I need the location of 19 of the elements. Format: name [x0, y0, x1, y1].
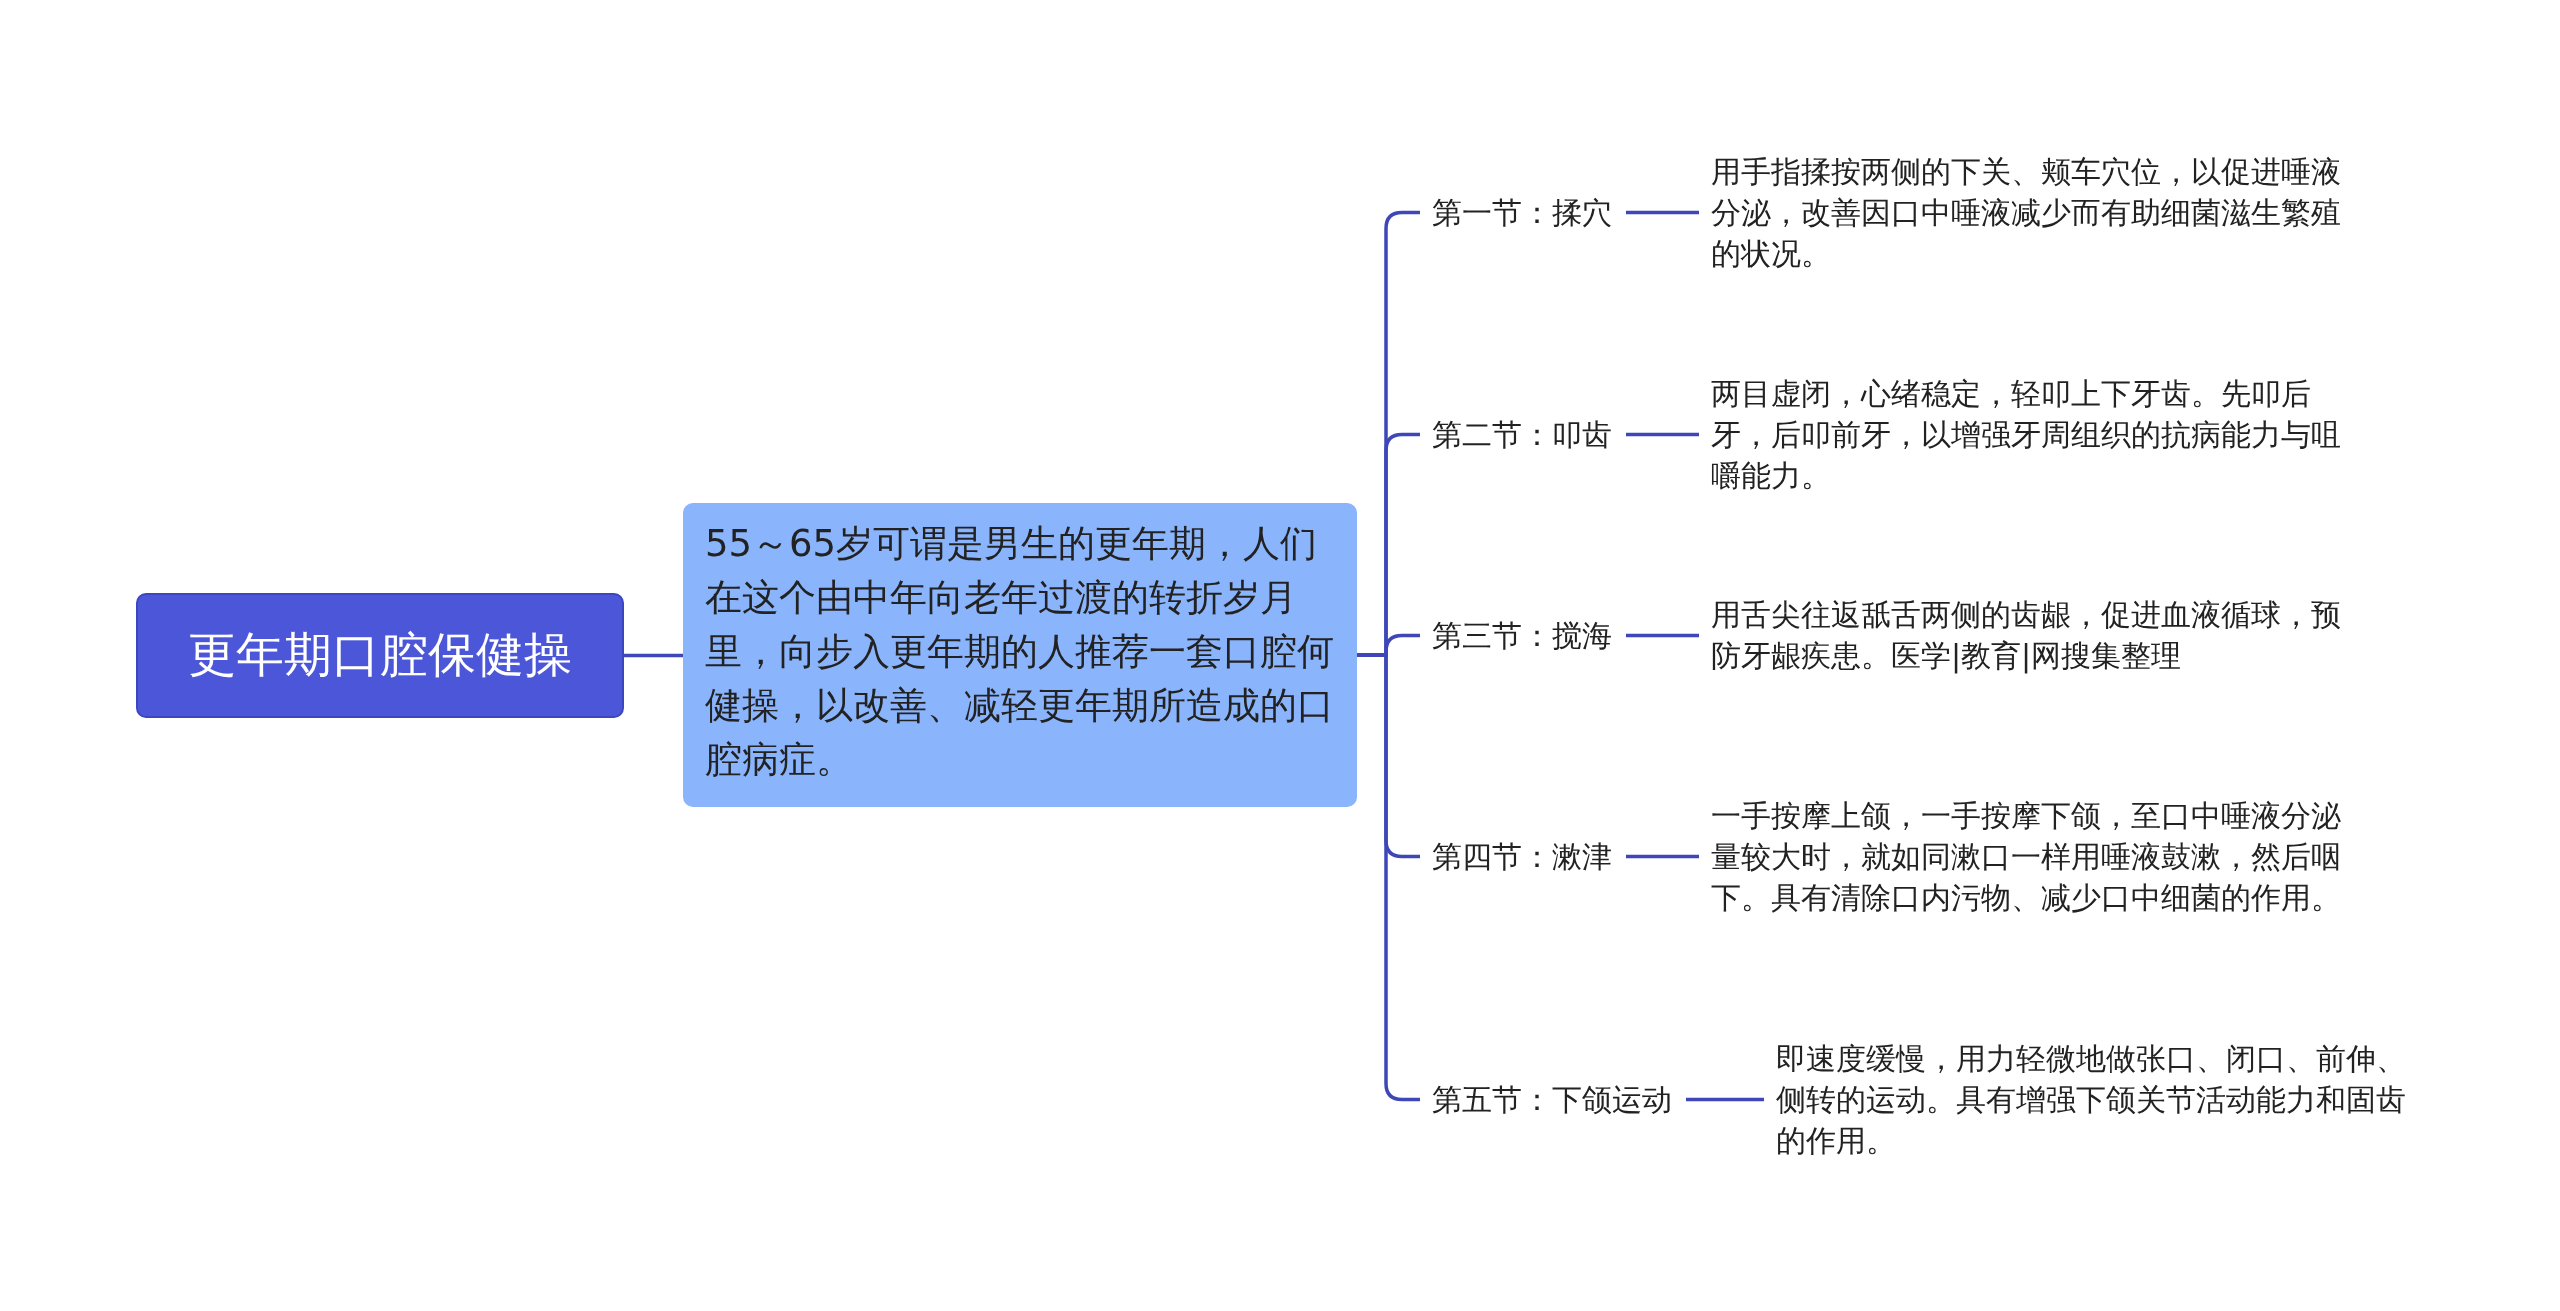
branch-label: 第五节：下颌运动 [1432, 1079, 1672, 1119]
detail-text: 两目虚闭，心绪稳定，轻叩上下牙齿。先叩后牙，后叩前牙，以增强牙周组织的抗病能力与咀嚼能力。 [1711, 372, 2361, 496]
detail-text: 用手指揉按两侧的下关、颊车穴位，以促进唾液分泌，改善因口中唾液减少而有助细菌滋生繁殖的状况。 [1711, 150, 2361, 274]
connector-line [1686, 1097, 1764, 1102]
central-topic-box: 更年期口腔保健操 [136, 592, 624, 718]
connector-line [1626, 432, 1699, 437]
connector-line [1626, 633, 1699, 638]
connector-line [1357, 653, 1420, 1102]
branch-label: 第二节：叩齿 [1432, 414, 1612, 454]
branch-label: 第一节：揉穴 [1432, 192, 1612, 232]
connector-line [624, 653, 683, 658]
detail-text: 一手按摩上颌，一手按摩下颌，至口中唾液分泌量较大时，就如同漱口一样用唾液鼓漱，然后咽下。具有清除口内污物、减少口中细菌的作用。 [1711, 794, 2361, 918]
connector-line [1626, 854, 1699, 859]
branch-label: 第三节：搅海 [1432, 615, 1612, 655]
connector-line [1626, 210, 1699, 215]
topic-box: 55～65岁可谓是男生的更年期，人们在这个由中年向老年过渡的转折岁月里，向步入更年期的人推荐一套口腔何健操，以改善、减轻更年期所造成的口腔病症。 [683, 503, 1357, 807]
branch-label: 第四节：漱津 [1432, 836, 1612, 876]
detail-text: 用舌尖往返舐舌两侧的齿龈，促进血液循球，预防牙龈疾患。医学|教育|网搜集整理 [1711, 594, 2361, 676]
detail-text: 即速度缓慢，用力轻微地做张口、闭口、前伸、侧转的运动。具有增强下颌关节活动能力和固齿的作用。 [1776, 1037, 2426, 1161]
